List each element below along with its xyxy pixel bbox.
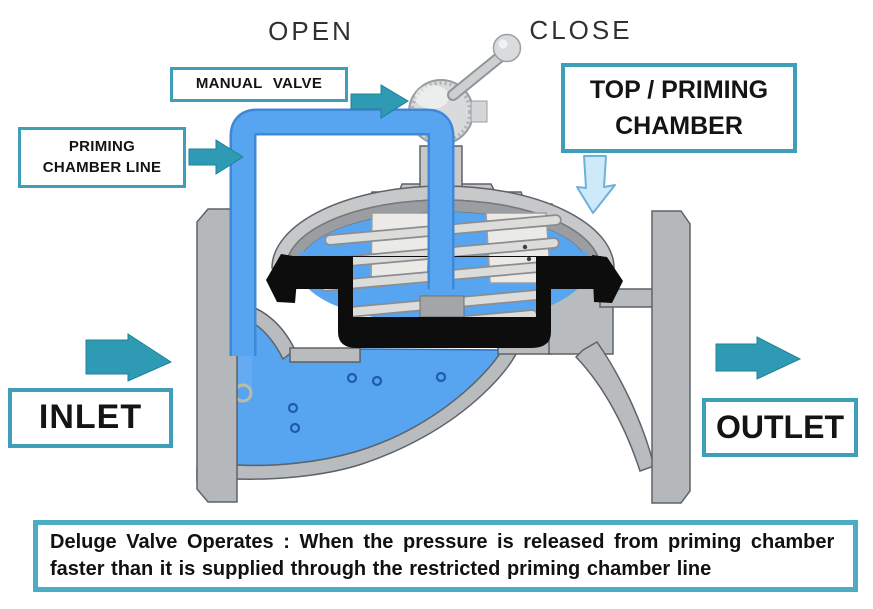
outlet-callout-text: OUTLET <box>716 408 844 445</box>
lever-ball-highlight <box>498 39 508 49</box>
priming-pickup-pipe <box>234 352 252 388</box>
outlet-flow-arrow-icon <box>715 336 802 380</box>
manual-valve-pointer-arrow-icon <box>350 84 409 119</box>
top-chamber-callout-text-1: TOP / PRIMING <box>589 75 769 104</box>
top-priming-chamber-callout: TOP / PRIMING CHAMBER <box>561 63 797 153</box>
manual-valve-callout-text: MANUAL VALVE <box>195 75 323 93</box>
water-bubbles <box>287 371 447 434</box>
top-chamber-callout-text-2: CHAMBER <box>615 112 743 140</box>
open-position-label: OPEN <box>268 16 354 46</box>
inlet-callout-text: INLET <box>38 398 143 437</box>
priming-line-callout-text-1: PRIMING <box>68 138 136 156</box>
close-position-label: CLOSE <box>529 15 632 45</box>
outlet-flange <box>651 210 691 504</box>
caption-line-2: faster than it is supplied through the r… <box>50 558 712 580</box>
manual-valve-callout: MANUAL VALVE <box>170 67 348 102</box>
diaphragm-cup <box>289 256 601 348</box>
diaphragm-assembly <box>266 254 623 348</box>
manual-valve-lever-ball <box>492 33 522 63</box>
outlet-shoulder-wedge <box>574 341 655 472</box>
annotation-arrows <box>85 84 802 382</box>
diaphragm-washer <box>419 295 465 318</box>
priming-chamber-line-callout: PRIMING CHAMBER LINE <box>18 127 186 188</box>
manual-valve-highlight <box>415 85 449 109</box>
priming-chamber-pipe <box>229 108 455 356</box>
manual-valve-top <box>415 33 522 123</box>
diaphragm-shelf <box>289 347 361 363</box>
outlet-callout: OUTLET <box>702 398 858 457</box>
diaphragm-clamp-left <box>266 254 299 303</box>
caption-box: Deluge Valve Operates : When the pressur… <box>33 520 858 592</box>
top-chamber-pointer-arrow-icon <box>576 155 616 214</box>
priming-line-pointer-arrow-icon <box>188 139 244 175</box>
diaphragm-clamp-right <box>592 255 623 303</box>
manual-valve-tab <box>470 100 488 123</box>
inlet-flow-arrow-icon <box>85 333 173 382</box>
manual-valve-lever <box>447 50 507 101</box>
inlet-callout: INLET <box>8 388 173 448</box>
caption-line-1: Deluge Valve Operates : When the pressur… <box>50 531 835 553</box>
priming-line-callout-text-2: CHAMBER LINE <box>42 158 162 176</box>
